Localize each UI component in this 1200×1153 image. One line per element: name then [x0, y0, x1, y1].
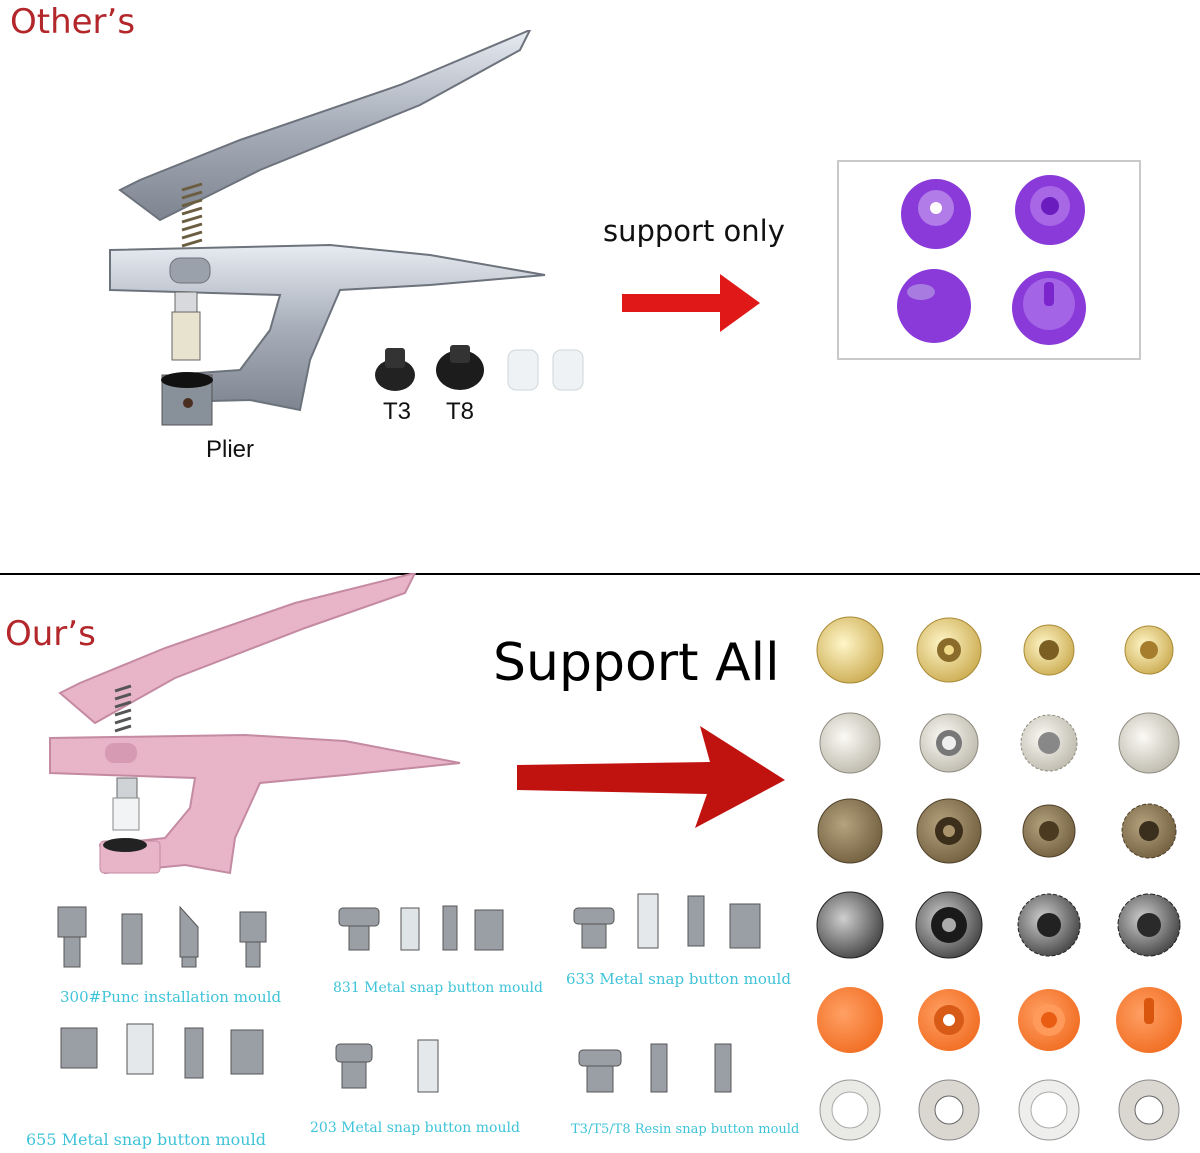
ours-heading: Our’s — [5, 614, 96, 654]
caption-203-mould: 203 Metal snap button mould — [310, 1120, 520, 1136]
die-set-image — [375, 345, 584, 391]
t3-label: T3 — [383, 398, 412, 425]
mould-203-dies-image — [335, 1039, 439, 1093]
resin-snap-box — [837, 160, 1141, 360]
silver-plier-image — [109, 30, 546, 426]
others-heading: Other’s — [10, 2, 136, 42]
mould-300-dies-image — [57, 905, 267, 968]
support-all-text: Support All — [493, 633, 780, 693]
section-divider — [0, 573, 1200, 575]
caption-300-mould: 300#Punc installation mould — [60, 988, 282, 1006]
arrow-right-icon — [622, 274, 760, 332]
caption-831-mould: 831 Metal snap button mould — [333, 980, 543, 996]
pink-plier-image — [49, 573, 461, 875]
caption-655-mould: 655 Metal snap button mould — [26, 1130, 266, 1149]
mould-655-dies-image — [60, 1023, 264, 1079]
t8-label: T8 — [446, 398, 475, 425]
purple-snaps-image — [897, 175, 1086, 345]
mould-831-dies-image — [338, 905, 504, 951]
mould-resin-dies-image — [578, 1043, 732, 1093]
metal-snaps-grid-image — [816, 616, 1182, 1141]
plier-label: Plier — [206, 436, 255, 463]
caption-resin-mould: T3/T5/T8 Resin snap button mould — [571, 1122, 800, 1137]
mould-633-dies-image — [573, 893, 761, 949]
caption-633-mould: 633 Metal snap button mould — [566, 970, 791, 988]
arrow-right-icon — [517, 726, 785, 828]
support-only-text: support only — [603, 214, 785, 248]
